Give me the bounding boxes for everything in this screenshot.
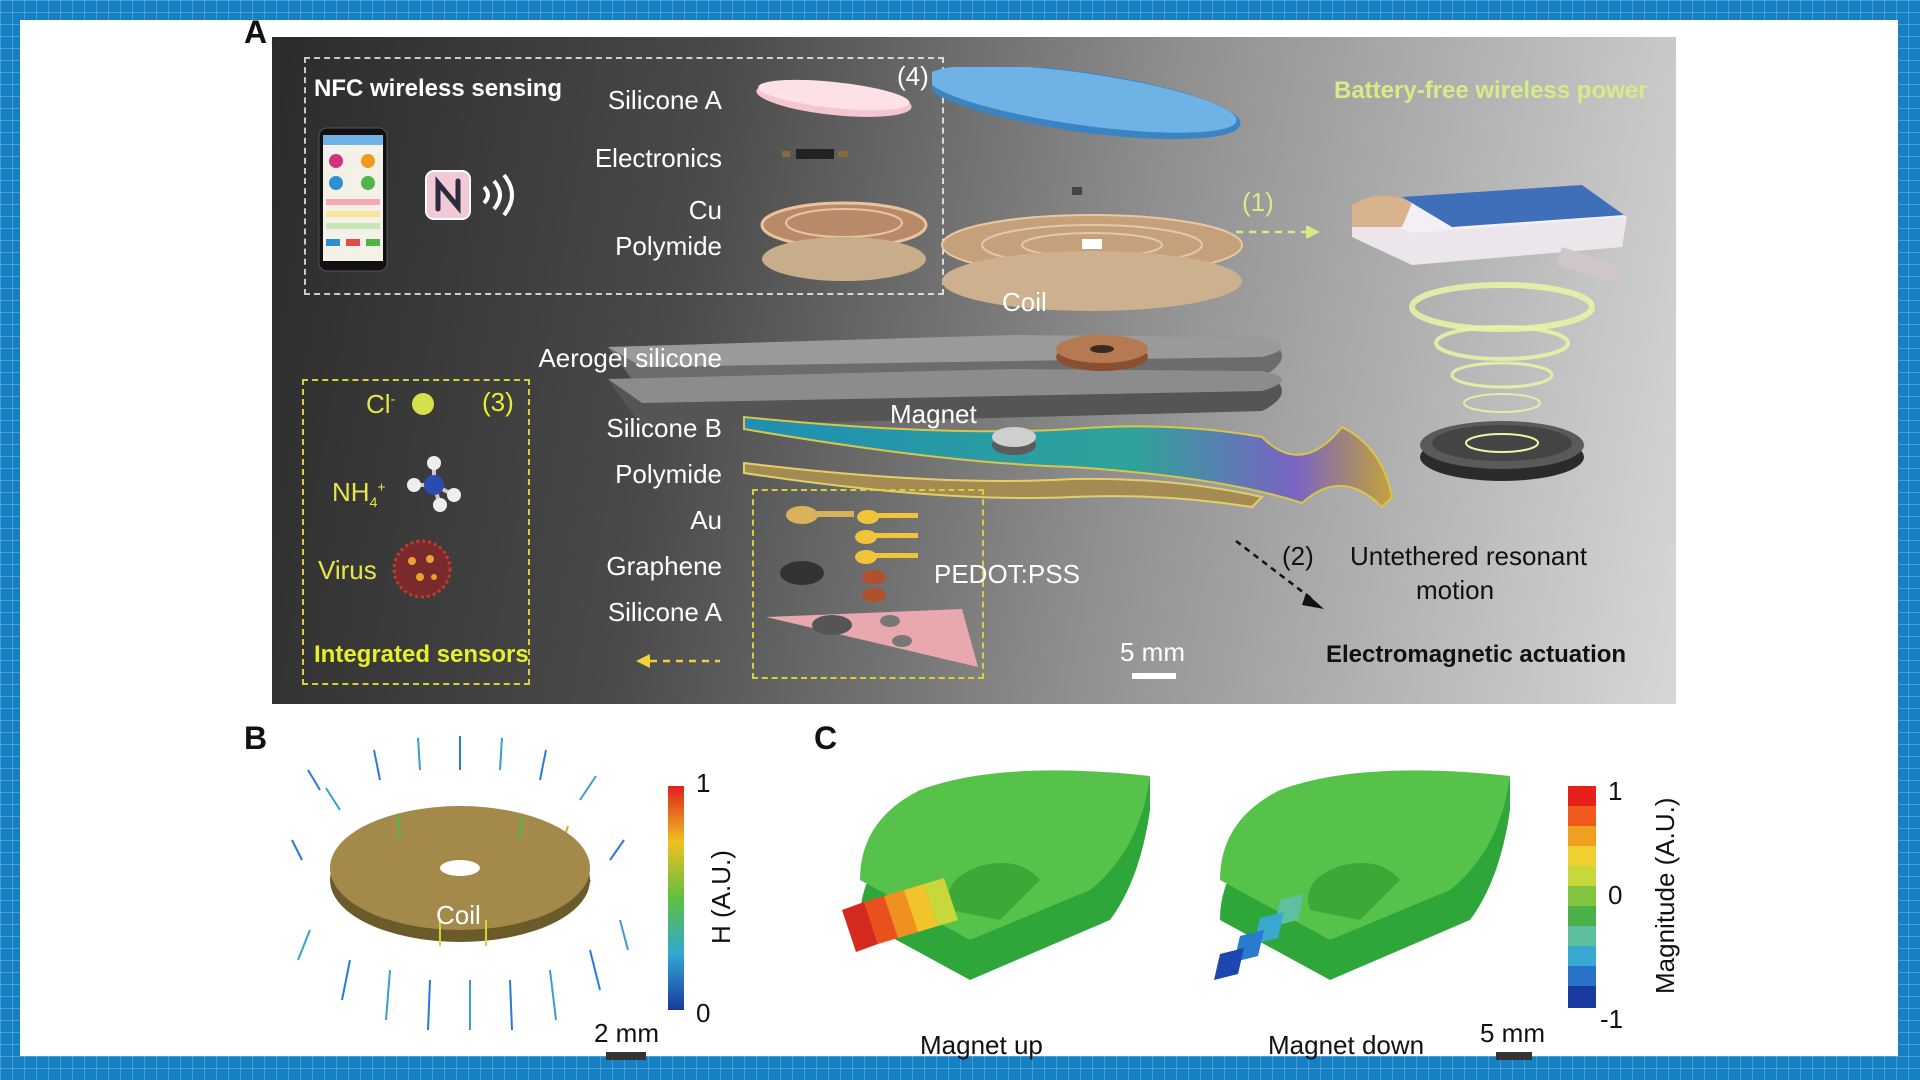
caption-magnet-down: Magnet down: [1268, 1030, 1425, 1060]
actuation-title: Electromagnetic actuation: [1326, 641, 1627, 668]
integrated-sensors-title: Integrated sensors: [314, 641, 529, 668]
nfc-layer-stack: [756, 79, 928, 281]
label-cu: Cu: [688, 195, 722, 225]
h-colorbar: [668, 786, 684, 1010]
panel-c-scale-label: 5 mm: [1480, 1018, 1545, 1048]
caption-magnet-up: Magnet up: [920, 1030, 1043, 1060]
label-polymide-top: Polymide: [615, 231, 722, 261]
nfc-icon: [425, 170, 514, 220]
chloride-ion-icon: [412, 393, 434, 415]
panel-c-letter: C: [814, 720, 838, 756]
arrow-right-icon: [1236, 225, 1320, 239]
label-virus: Virus: [318, 555, 377, 585]
magnitude-colorbar-max: 1: [1608, 776, 1623, 806]
magnitude-colorbar-mid: 0: [1608, 880, 1623, 910]
label-graphene: Graphene: [606, 551, 722, 581]
h-colorbar-title: H (A.U.): [706, 850, 736, 944]
step-1-label: (1): [1242, 187, 1274, 217]
step-3-label: (3): [482, 387, 514, 417]
label-ammonium: NH4+: [332, 477, 386, 511]
panel-a-letter: A: [244, 14, 268, 50]
panel-a-scale-bar: [1132, 673, 1176, 679]
ammonium-molecule-icon: [407, 456, 461, 512]
nfc-title: NFC wireless sensing: [314, 75, 563, 102]
label-polymide-mid: Polymide: [615, 459, 722, 489]
label-silicone-a-bottom: Silicone A: [607, 597, 722, 627]
panel-a: NFC wireless sensing (4) Silicone A Elec…: [272, 37, 1676, 704]
device-photo: [1352, 185, 1627, 285]
magnet-down-simulation: [1214, 770, 1510, 980]
panel-b-scale-label: 2 mm: [594, 1018, 659, 1048]
nfc-region-box: [304, 57, 944, 295]
arrow-diagonal-icon: [1235, 540, 1324, 609]
magnet-up-simulation: [842, 770, 1150, 980]
smartphone-icon: [318, 127, 388, 272]
step-4-label: (4): [897, 61, 929, 91]
wireless-power-title: Battery-free wireless power: [1334, 77, 1648, 104]
label-silicone-b: Silicone B: [606, 413, 722, 443]
label-silicone-a-top: Silicone A: [607, 85, 722, 115]
label-pedot-pss: PEDOT:PSS: [934, 559, 1080, 589]
label-magnet: Magnet: [890, 399, 977, 429]
sensor-electrodes-box: [752, 489, 984, 679]
step-2-label: (2): [1282, 541, 1314, 571]
magnitude-colorbar-title: Magnitude (A.U.): [1650, 797, 1680, 994]
magnitude-colorbar: [1568, 786, 1596, 1008]
panel-a-scale-label: 5 mm: [1120, 637, 1185, 667]
resonant-line-2: motion: [1416, 575, 1495, 605]
wireless-charger: [1409, 282, 1595, 481]
resonant-line-1: Untethered resonant: [1350, 541, 1588, 571]
label-aerogel-silicone: Aerogel silicone: [538, 343, 722, 373]
h-colorbar-min: 0: [696, 998, 711, 1028]
coil-field-simulation: [291, 736, 629, 1031]
panel-c-scale-bar: [1496, 1052, 1532, 1060]
label-au: Au: [690, 505, 722, 535]
h-colorbar-max: 1: [696, 768, 711, 798]
panel-b-letter: B: [244, 720, 268, 756]
aerogel-silicone-layer: [608, 335, 1282, 427]
virus-icon: [392, 539, 452, 599]
arrow-left-icon: [636, 654, 720, 668]
top-encapsulation-stack: [932, 67, 1243, 311]
coil-label-b: Coil: [436, 900, 481, 930]
panel-b-scale-bar: [606, 1052, 646, 1060]
silicone-b-layer: [743, 415, 1394, 509]
integrated-sensors-box: [302, 379, 530, 685]
label-chloride: Cl-: [366, 389, 396, 419]
magnitude-colorbar-min: -1: [1600, 1004, 1624, 1034]
sensor-electrodes: [766, 506, 978, 667]
label-electronics: Electronics: [594, 143, 722, 173]
label-coil: Coil: [1002, 287, 1047, 317]
